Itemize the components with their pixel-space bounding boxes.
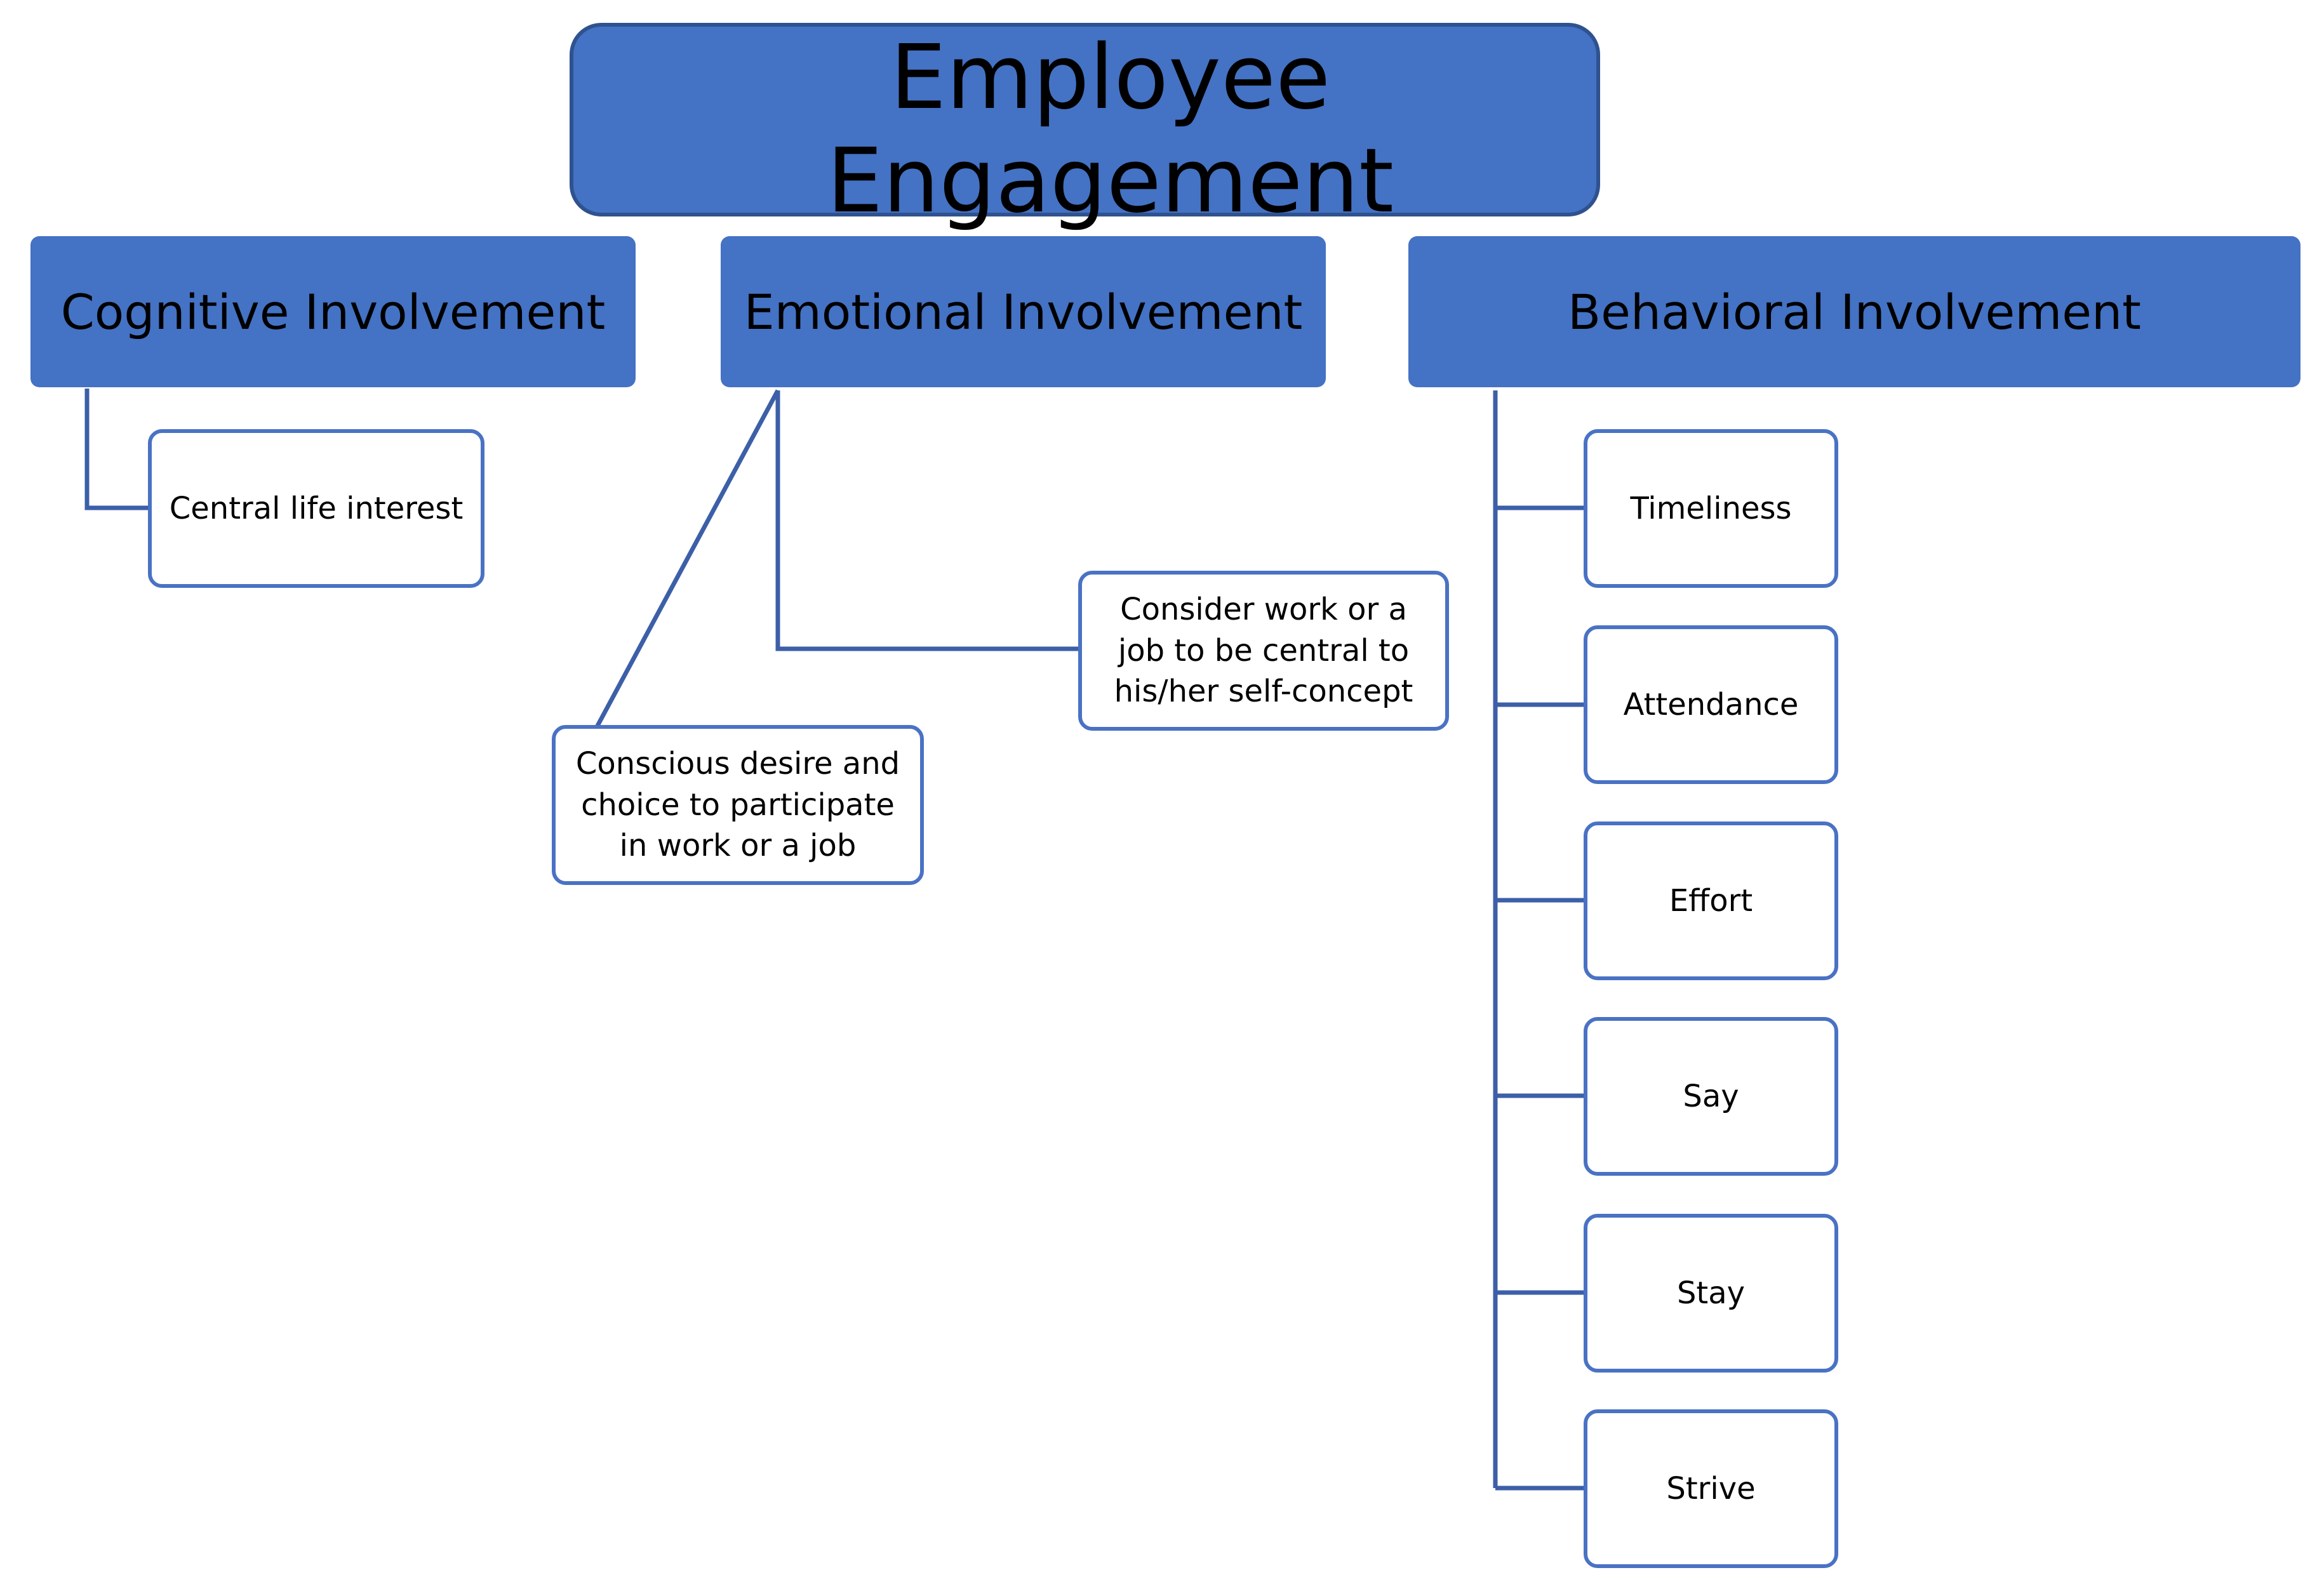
leaf-attendance: Attendance <box>1584 625 1838 784</box>
header-label: Emotional Involvement <box>744 283 1303 340</box>
header-label: Cognitive Involvement <box>60 283 606 340</box>
leaf-consider-work-central: Consider work or a job to be central to … <box>1078 571 1449 731</box>
leaf-conscious-desire: Conscious desire and choice to participa… <box>552 725 924 885</box>
leaf-say: Say <box>1584 1017 1838 1176</box>
leaf-stay: Stay <box>1584 1214 1838 1373</box>
leaf-label: Say <box>1683 1078 1739 1114</box>
leaf-label: Strive <box>1666 1470 1756 1506</box>
leaf-effort: Effort <box>1584 821 1838 980</box>
connector-emotional-conscious <box>594 389 780 728</box>
connector-cognitive <box>84 389 149 510</box>
leaf-timeliness: Timeliness <box>1584 429 1838 588</box>
header-label: Behavioral Involvement <box>1568 283 2141 340</box>
leaf-label: Consider work or a job to be central to … <box>1114 591 1413 710</box>
header-behavioral-involvement: Behavioral Involvement <box>1408 236 2300 387</box>
leaf-label: Conscious desire and choice to participa… <box>575 745 900 864</box>
leaf-central-life-interest: Central life interest <box>148 429 484 588</box>
header-emotional-involvement: Emotional Involvement <box>721 236 1326 387</box>
leaf-label: Stay <box>1676 1275 1746 1311</box>
leaf-label: Effort <box>1669 882 1753 919</box>
title-label: Employee Engagement <box>827 25 1394 233</box>
title-box: Employee Engagement <box>570 23 1600 233</box>
leaf-strive: Strive <box>1584 1409 1838 1568</box>
leaf-label: Central life interest <box>169 490 464 526</box>
leaf-label: Attendance <box>1623 686 1799 722</box>
header-cognitive-involvement: Cognitive Involvement <box>30 236 636 387</box>
leaf-label: Timeliness <box>1630 490 1792 526</box>
connector-emotional-consider <box>775 390 1079 651</box>
